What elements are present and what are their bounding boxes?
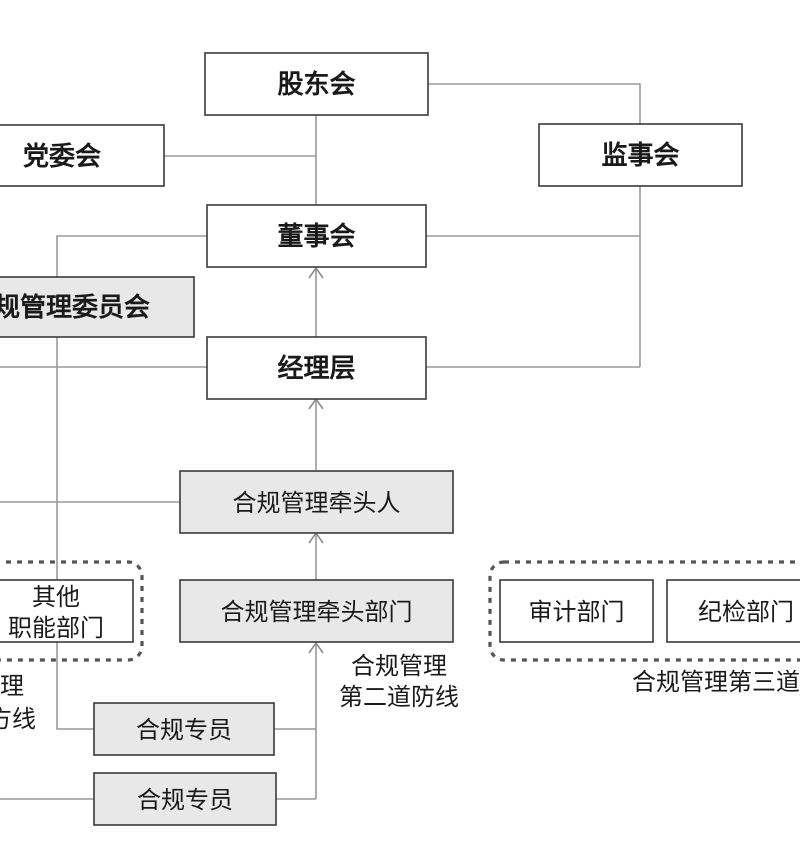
third-line-note: 合规管理第三道 — [632, 668, 800, 696]
node-management: 经理层 — [206, 336, 427, 400]
node-compliance-officer-2-label: 合规专员 — [137, 786, 233, 814]
connector-board-committee — [56, 235, 207, 277]
connector-committee-officer — [56, 337, 94, 730]
node-supervisors: 监事会 — [538, 123, 743, 187]
node-audit-dept: 审计部门 — [499, 579, 654, 643]
node-discipline-dept-label: 纪检部门 — [698, 598, 794, 626]
node-management-label: 经理层 — [277, 353, 355, 384]
node-supervisors-label: 监事会 — [601, 141, 679, 171]
node-shareholders-label: 股东会 — [277, 69, 355, 100]
node-party-committee-label: 党委会 — [23, 142, 101, 172]
node-compliance-lead: 合规管理牵头人 — [179, 470, 454, 534]
connectors — [0, 83, 641, 800]
first-line-group — [0, 560, 144, 662]
second-line-note-1: 合规管理 — [351, 652, 447, 680]
node-other-dept-label-1: 其他 — [32, 583, 80, 611]
node-compliance-dept: 合规管理牵头部门 — [179, 579, 454, 643]
node-board-label: 董事会 — [277, 222, 355, 252]
node-board: 董事会 — [206, 204, 427, 268]
arrow-head-dept — [308, 641, 324, 654]
node-compliance-committee: 规管理委员会 — [0, 276, 195, 338]
node-compliance-officer-1-label: 合规专员 — [136, 716, 232, 744]
second-line-note-2: 第二道防线 — [339, 683, 459, 711]
node-compliance-committee-label: 规管理委员会 — [0, 293, 150, 323]
node-other-dept-label-2: 职能部门 — [8, 614, 104, 642]
node-discipline-dept: 纪检部门 — [666, 579, 800, 643]
node-compliance-officer-1: 合规专员 — [93, 702, 275, 756]
node-party-committee: 党委会 — [0, 124, 165, 187]
first-line-note-2: 方线 — [0, 705, 36, 733]
arrow-head-board — [308, 266, 324, 279]
third-line-group — [488, 560, 800, 662]
node-audit-dept-label: 审计部门 — [529, 598, 625, 626]
first-line-note-1: 理 — [0, 672, 24, 700]
node-shareholders: 股东会 — [204, 52, 429, 116]
node-compliance-lead-label: 合规管理牵头人 — [233, 489, 401, 517]
node-compliance-officer-2: 合规专员 — [93, 772, 277, 826]
connector-shareholders-supervisors — [428, 83, 641, 124]
node-other-dept: 其他 职能部门 — [0, 579, 134, 643]
node-compliance-dept-label: 合规管理牵头部门 — [221, 598, 413, 626]
